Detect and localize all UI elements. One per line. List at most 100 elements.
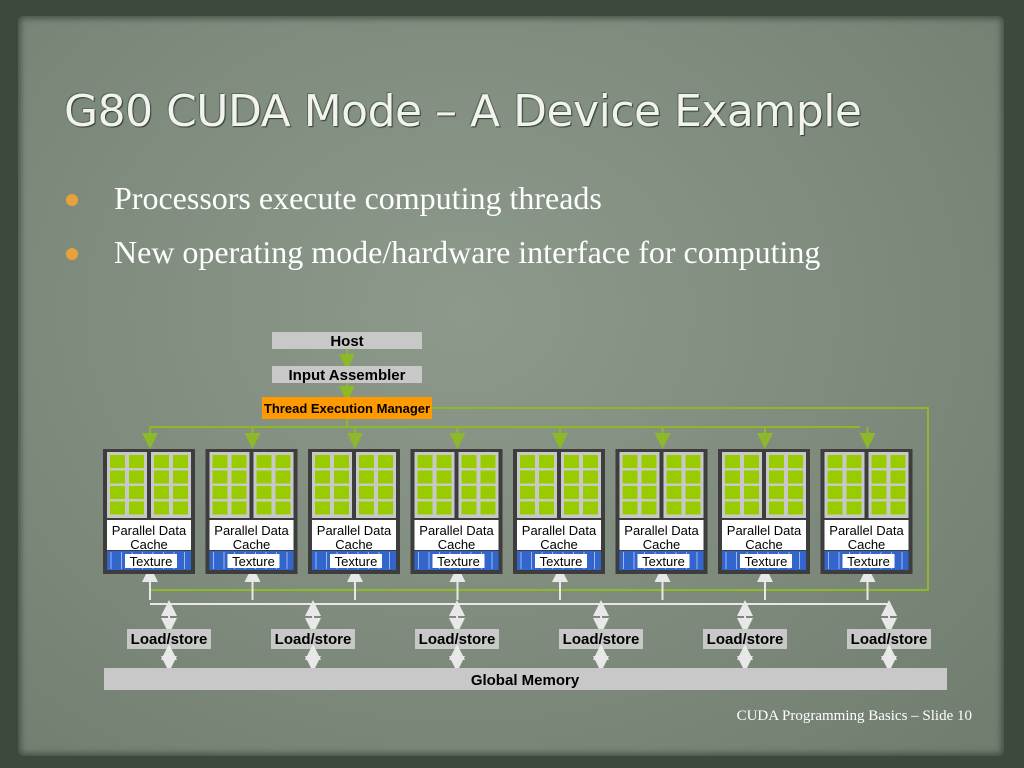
processor-cell: [154, 501, 169, 515]
processor-cell: [827, 455, 843, 468]
processor-cell: [641, 501, 657, 515]
processor-cell: [212, 501, 228, 515]
processor-cell: [436, 486, 452, 499]
texture-label: Texture: [335, 554, 378, 569]
texture-label-box: [535, 554, 587, 568]
processor-cell: [129, 501, 144, 515]
slide-title: G80 CUDA Mode – A Device Example: [64, 86, 862, 137]
processor-cell: [173, 470, 188, 484]
texture-label: Texture: [847, 554, 890, 569]
processor-cell: [275, 455, 291, 468]
processor-cell: [436, 501, 452, 515]
thread-manager-box: [262, 397, 432, 419]
processor-cell: [564, 486, 579, 499]
processor-cell: [417, 455, 433, 468]
processor-cell: [256, 486, 272, 499]
processor-cell: [461, 455, 477, 468]
processor-cell: [685, 501, 701, 515]
parallel-data-cache-label: Parallel Data: [214, 523, 289, 538]
parallel-data-cache-box: [619, 520, 704, 550]
parallel-data-cache-box: [107, 520, 191, 550]
parallel-data-cache-label: Parallel Data: [624, 523, 699, 538]
input-assembler-box: [272, 366, 422, 383]
parallel-data-cache-box: [722, 520, 806, 550]
texture-label: Texture: [232, 554, 275, 569]
processor-cell: [725, 470, 740, 484]
processor-cell: [846, 470, 862, 484]
processor-cell: [622, 470, 638, 484]
processor-cell: [212, 455, 228, 468]
processor-cell: [129, 470, 144, 484]
processor-cell: [871, 470, 887, 484]
processor-cell: [359, 501, 374, 515]
host-box: [272, 332, 422, 349]
processor-cell: [725, 486, 740, 499]
processor-cell: [315, 486, 330, 499]
loadstore-box: [703, 629, 787, 649]
processor-cell: [769, 455, 784, 468]
processor-cell: [417, 486, 433, 499]
processor-cell: [275, 486, 291, 499]
texture-label: Texture: [437, 554, 480, 569]
processor-cell: [583, 470, 598, 484]
processor-cell: [480, 486, 496, 499]
texture-label-box: [637, 554, 690, 568]
processor-cell: [480, 501, 496, 515]
processor-cell: [520, 501, 535, 515]
parallel-data-cache-label: Parallel Data: [419, 523, 494, 538]
parallel-data-cache-label: Cache: [130, 537, 168, 552]
parallel-data-cache-box: [414, 520, 499, 550]
processor-cell: [315, 455, 330, 468]
processor-cell: [564, 501, 579, 515]
processor-cell: [378, 455, 393, 468]
processor-cell: [154, 455, 169, 468]
parallel-data-cache-label: Cache: [540, 537, 578, 552]
processor-cell: [231, 455, 247, 468]
input-assembler-label: Input Assembler: [289, 367, 406, 384]
processor-cell: [583, 486, 598, 499]
loadstore-label: Load/store: [275, 631, 352, 648]
processor-cell: [744, 486, 759, 499]
parallel-data-cache-label: Parallel Data: [829, 523, 904, 538]
processor-cell: [520, 486, 535, 499]
processor-cell: [231, 470, 247, 484]
loadstore-box: [271, 629, 355, 649]
processor-cell: [871, 455, 887, 468]
parallel-data-cache-box: [517, 520, 601, 550]
processor-cell: [110, 455, 125, 468]
loadstore-box: [559, 629, 643, 649]
processor-cell: [685, 470, 701, 484]
global-memory-label: Global Memory: [471, 672, 580, 689]
processor-cell: [417, 501, 433, 515]
parallel-data-cache-box: [824, 520, 909, 550]
thread-manager-label: Thread Execution Manager: [264, 401, 430, 416]
processor-cell: [622, 455, 638, 468]
processor-cell: [890, 486, 906, 499]
processor-cell: [788, 470, 803, 484]
processor-cell: [334, 501, 349, 515]
dispatch-arrows: [142, 427, 876, 600]
processor-cell: [256, 470, 272, 484]
processor-cell: [212, 470, 228, 484]
bullet-list: Processors execute computing threads New…: [64, 178, 864, 285]
processor-cell: [173, 455, 188, 468]
processor-cell: [520, 455, 535, 468]
processor-cell: [827, 501, 843, 515]
processor-cell: [641, 486, 657, 499]
processor-cell: [788, 501, 803, 515]
processor-cell: [110, 486, 125, 499]
processor-cell: [129, 455, 144, 468]
processor-cell: [256, 501, 272, 515]
processor-cell: [641, 470, 657, 484]
texture-label: Texture: [130, 554, 173, 569]
processor-cell: [480, 470, 496, 484]
processor-cell: [110, 501, 125, 515]
processor-cell: [685, 455, 701, 468]
processor-cell: [725, 455, 740, 468]
